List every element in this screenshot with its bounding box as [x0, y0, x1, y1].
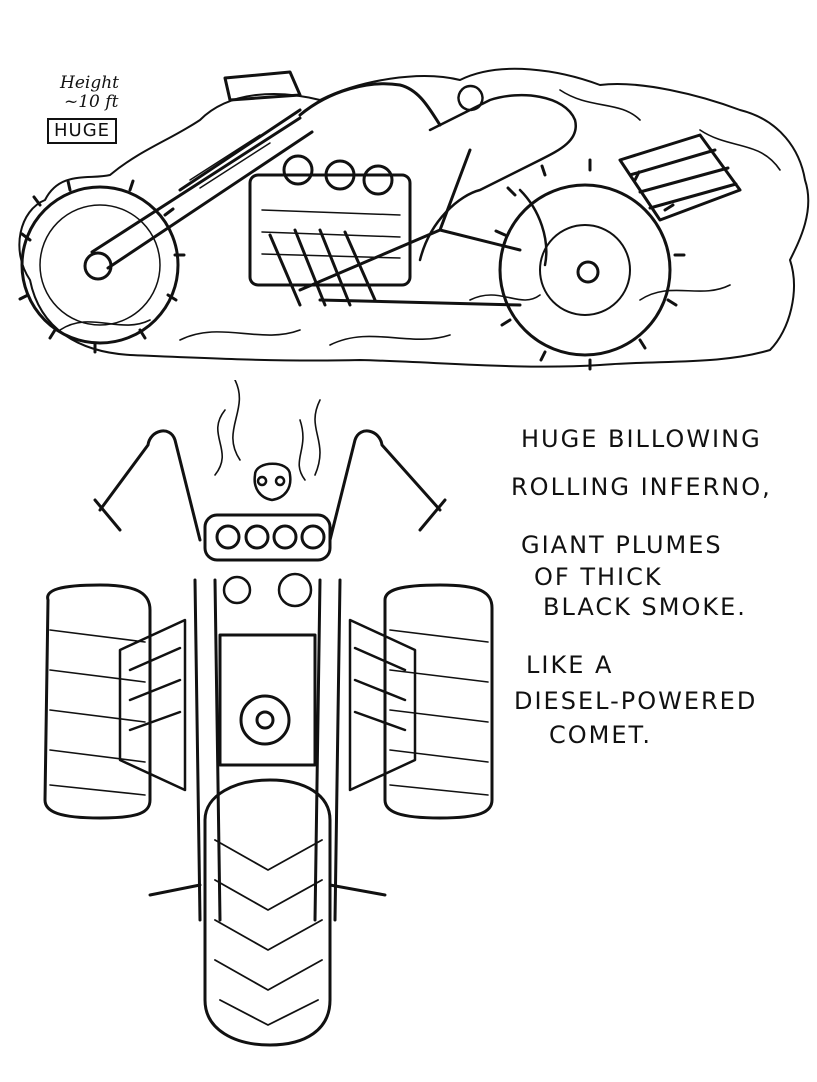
front-view-sketch — [43, 380, 494, 1047]
note-line: COMET. — [549, 721, 652, 749]
flame-wisps — [59, 89, 781, 346]
note-line: ROLLING INFERNO, — [511, 473, 772, 501]
handlebar — [223, 70, 442, 127]
front-wheel — [20, 185, 180, 345]
skull-ornament — [253, 462, 292, 502]
engine-face — [218, 633, 317, 767]
footpegs — [148, 883, 387, 897]
side-view-sketch — [18, 67, 810, 371]
right-rear-tire — [383, 583, 494, 820]
rider — [418, 84, 578, 267]
height-label: Height — [60, 73, 119, 93]
engine-hub — [239, 694, 291, 746]
note-line: BLACK SMOKE. — [543, 593, 747, 621]
note-line: DIESEL-POWERED — [514, 687, 758, 715]
left-handlebar — [93, 429, 202, 542]
left-rear-tire — [43, 583, 152, 820]
rear-exhaust — [618, 133, 742, 222]
exhaust-pipes — [268, 228, 377, 307]
note-line: LIKE A — [526, 651, 614, 679]
rear-wheel — [498, 183, 672, 357]
frame — [298, 148, 522, 307]
note-line: GIANT PLUMES — [521, 531, 723, 559]
smoke-plumes — [214, 380, 321, 481]
rear-hub — [576, 260, 600, 284]
right-exhaust-fins — [348, 618, 417, 792]
right-handlebar — [328, 429, 447, 542]
front-tire — [203, 778, 332, 1047]
headlight-bar — [203, 513, 332, 562]
fork-tubes — [193, 578, 342, 922]
note-line: OF THICK — [534, 563, 663, 591]
height-annotation: Height ~10 ft — [60, 74, 119, 112]
left-exhaust-fins — [118, 618, 187, 792]
height-value: ~10 ft — [64, 92, 119, 112]
flame-outline — [18, 67, 810, 368]
engine-block — [248, 173, 412, 287]
front-hub — [83, 251, 113, 281]
size-tag: HUGE — [47, 118, 118, 144]
front-fork — [90, 108, 314, 270]
note-line: HUGE BILLOWING — [521, 425, 762, 453]
